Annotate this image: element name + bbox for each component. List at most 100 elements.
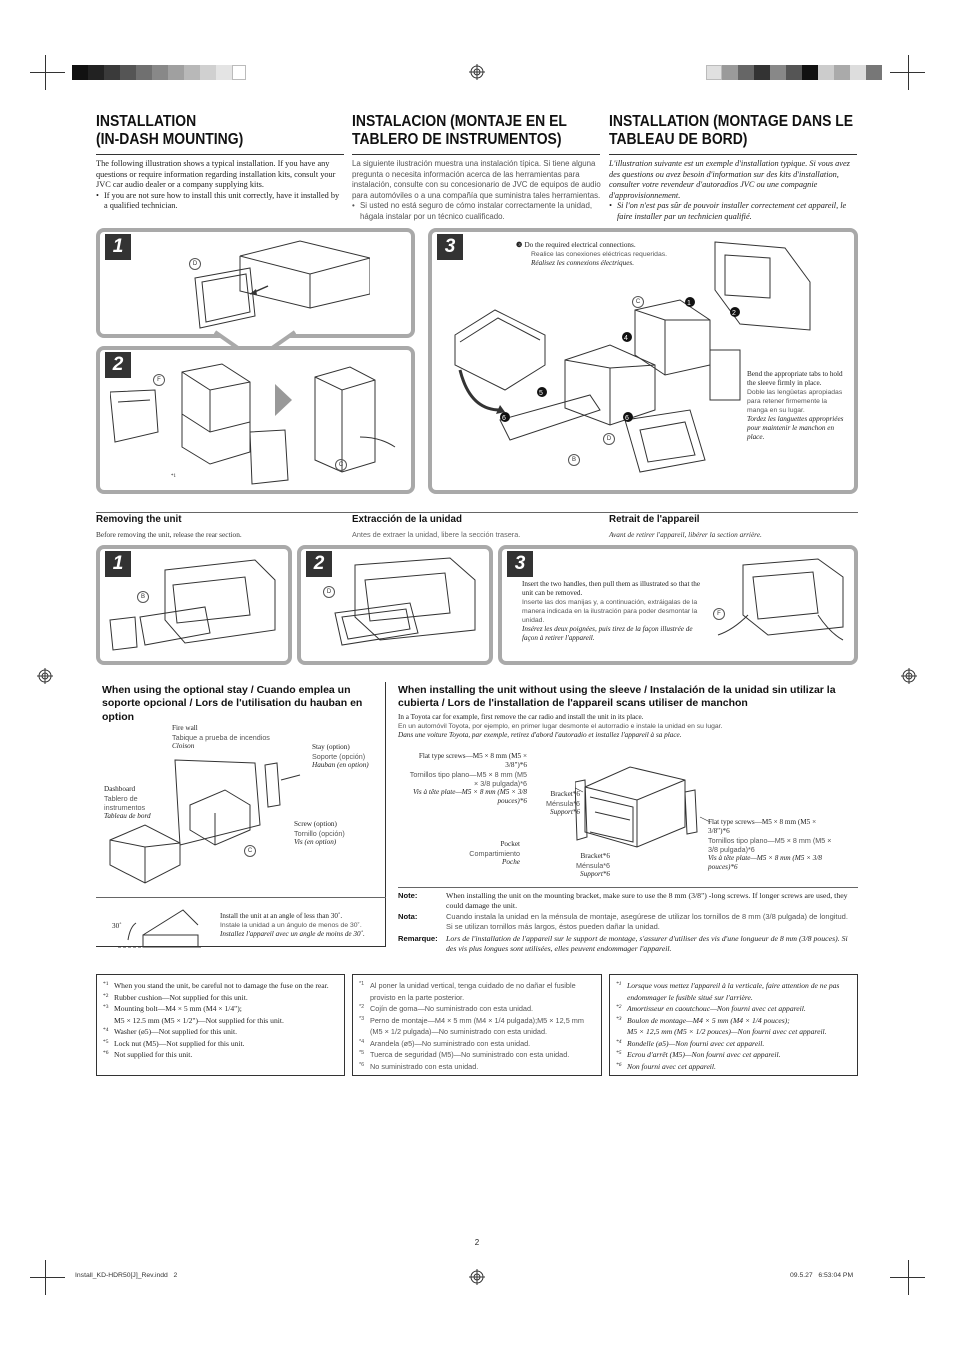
footnote-item: *3 Boulon de montage—M4 × 5 mm (M4 × 1/4 … bbox=[616, 1015, 851, 1027]
angle-diagram bbox=[118, 909, 203, 948]
sleeve-removal-illustration bbox=[194, 240, 370, 329]
footnote-text: No suministrado con esta unidad. bbox=[370, 1061, 479, 1071]
note-text-es: Cuando instala la unidad en la ménsula d… bbox=[446, 912, 848, 932]
no-sleeve-intro: In a Toyota car for example, first remov… bbox=[398, 713, 723, 739]
footer-date: 09.5.27 6:53:04 PM bbox=[790, 1272, 854, 1279]
footnote-text: Lorsque vous mettez l'appareil à la vert… bbox=[627, 981, 840, 1002]
registration-target-left bbox=[37, 668, 53, 684]
svg-text:4: 4 bbox=[624, 335, 628, 342]
footnote-text: Boulon de montage—M4 × 5 mm (M4 × 1/4 po… bbox=[627, 1015, 790, 1025]
bracket-mount-illustration bbox=[575, 766, 710, 848]
intro-fr: L'illustration suivante est un exemple d… bbox=[609, 159, 850, 221]
footnote-item: *5 Ecrou d'arrêt (M5)—Non fourni avec cet… bbox=[616, 1049, 851, 1061]
footnote-marker: *6 bbox=[103, 1050, 109, 1056]
footnote-marker: *1 bbox=[359, 981, 365, 987]
install-step-1-panel bbox=[96, 228, 415, 338]
part-label-c-3: C bbox=[632, 296, 644, 308]
bend-tabs-caption: Bend the appropriate tabs to hold the sl… bbox=[747, 370, 844, 441]
angle-caption: Install the unit at an angle of less tha… bbox=[220, 912, 365, 938]
svg-text:1: 1 bbox=[687, 300, 691, 307]
no-sleeve-heading: When installing the unit without using t… bbox=[398, 684, 836, 710]
install-step-3-number: 3 bbox=[437, 234, 463, 260]
unit-installation-illustration: 1 2 4 5 6 6 bbox=[454, 241, 811, 473]
footnote-text: When you stand the unit, be careful not … bbox=[114, 981, 329, 990]
remove-panel-illustration-1 bbox=[109, 559, 276, 651]
footnote-text: M5 × 12,5 mm (M5 × 1/2 pouces)—Non fourn… bbox=[627, 1027, 827, 1036]
install-step-2-panel bbox=[96, 346, 415, 494]
footnote-marker: *5 bbox=[359, 1050, 365, 1056]
remove-step-1-number: 1 bbox=[105, 551, 131, 577]
footnote-marker: *4 bbox=[103, 1027, 109, 1033]
part-label-d-2: D bbox=[323, 586, 335, 598]
intro-en: The following illustration shows a typic… bbox=[96, 159, 340, 211]
intro-es: La siguiente ilustración muestra una ins… bbox=[352, 159, 601, 221]
footnote-text: Rondelle (ø5)—Non fourni avec cet appare… bbox=[627, 1038, 765, 1048]
part-label-c: C bbox=[335, 459, 347, 471]
remove-panel-illustration-2 bbox=[334, 557, 476, 646]
footnote-marker: *1 bbox=[616, 981, 622, 987]
footnote-text: Tuerca de seguridad (M5)—No suministrado… bbox=[370, 1050, 570, 1059]
optional-stay-heading: When using the optional stay / Cuando em… bbox=[102, 684, 363, 723]
footnote-item: *6 Not supplied for this unit. bbox=[103, 1049, 338, 1061]
footnote-marker: *3 bbox=[616, 1015, 622, 1022]
part-label-d-3: D bbox=[603, 433, 615, 445]
part-label-c-stay: C bbox=[244, 845, 256, 857]
install-step-3-panel bbox=[428, 228, 858, 494]
footnote-marker: *2 bbox=[103, 992, 109, 999]
footnote-text: Rubber cushion—Not supplied for this uni… bbox=[114, 992, 248, 1002]
pocket-label: Pocket Compartimiento Poche bbox=[469, 840, 520, 866]
bracket-label-bottom: Bracket*6 Ménsula*6 Support*6 bbox=[576, 852, 610, 878]
part-label-d: D bbox=[189, 258, 201, 270]
removing-title-en: Removing the unit bbox=[96, 514, 182, 525]
footnote-marker: *6 bbox=[616, 1061, 622, 1068]
flat-screw-label-right: Flat type screws—M5 × 8 mm (M5 × 3/8")*6… bbox=[708, 818, 832, 871]
svg-text:2: 2 bbox=[732, 310, 736, 317]
footnote-text: Perno de montaje—M4 × 5 mm (M4 × 1/4 pul… bbox=[370, 1015, 584, 1037]
footnote-marker-1: *1 bbox=[171, 474, 176, 479]
footnote-marker: *4 bbox=[616, 1038, 622, 1045]
part-label-f-2: F bbox=[713, 608, 725, 620]
footnote-marker: *5 bbox=[616, 1050, 622, 1056]
part-label-b: B bbox=[137, 591, 149, 603]
sleeve-tabs-illustration bbox=[110, 352, 396, 485]
note-label-fr: Remarque: bbox=[398, 934, 438, 943]
note-text-fr: Lors de l'installation de l'appareil sur… bbox=[446, 934, 848, 954]
handle-removal-illustration bbox=[717, 558, 844, 641]
footnote-marker: *3 bbox=[359, 1015, 365, 1022]
registration-target-right bbox=[901, 668, 917, 684]
install-step-1-number: 1 bbox=[105, 234, 131, 260]
svg-text:6: 6 bbox=[502, 415, 506, 422]
footnote-item: M5 × 12,5 mm (M5 × 1/2 pouces)—Non fourn… bbox=[616, 1026, 851, 1038]
registration-target-top bbox=[469, 64, 485, 80]
svg-text:6: 6 bbox=[625, 415, 629, 422]
footnote-text: Not supplied for this unit. bbox=[114, 1050, 193, 1059]
footnote-text: Washer (ø5)—Not supplied for this unit. bbox=[114, 1027, 237, 1036]
note-label-en: Note: bbox=[398, 891, 418, 900]
note-text-en: When installing the unit on the mounting… bbox=[446, 891, 848, 911]
footnote-marker: *2 bbox=[616, 1004, 622, 1010]
remove-step-3-number: 3 bbox=[507, 551, 533, 577]
stay-label: Stay (option)Soporte (opción)Hauban (en … bbox=[312, 743, 369, 769]
footnote-text: Mounting bolt—M4 × 5 mm (M4 × 1/4"); bbox=[114, 1004, 242, 1013]
footnote-text: Cojín de goma—No suministrado con esta u… bbox=[370, 1004, 534, 1013]
footnote-item: *4 Washer (ø5)—Not supplied for this unit… bbox=[103, 1026, 338, 1038]
footnote-item: *2 Rubber cushion—Not supplied for this u… bbox=[103, 992, 338, 1004]
footnote-marker: *2 bbox=[359, 1004, 365, 1010]
part-label-f: F bbox=[153, 374, 165, 386]
note-label-es: Nota: bbox=[398, 912, 418, 921]
remove-step-2-number: 2 bbox=[306, 551, 332, 577]
stay-mount-illustration bbox=[109, 759, 301, 884]
footnote-marker: *5 bbox=[103, 1038, 109, 1045]
electrical-connection-caption: ❸ Do the required electrical connections… bbox=[516, 240, 668, 267]
page-number: 2 bbox=[474, 1238, 480, 1247]
footnote-text: Ecrou d'arrêt (M5)—Non fourni avec cet a… bbox=[627, 1050, 781, 1059]
